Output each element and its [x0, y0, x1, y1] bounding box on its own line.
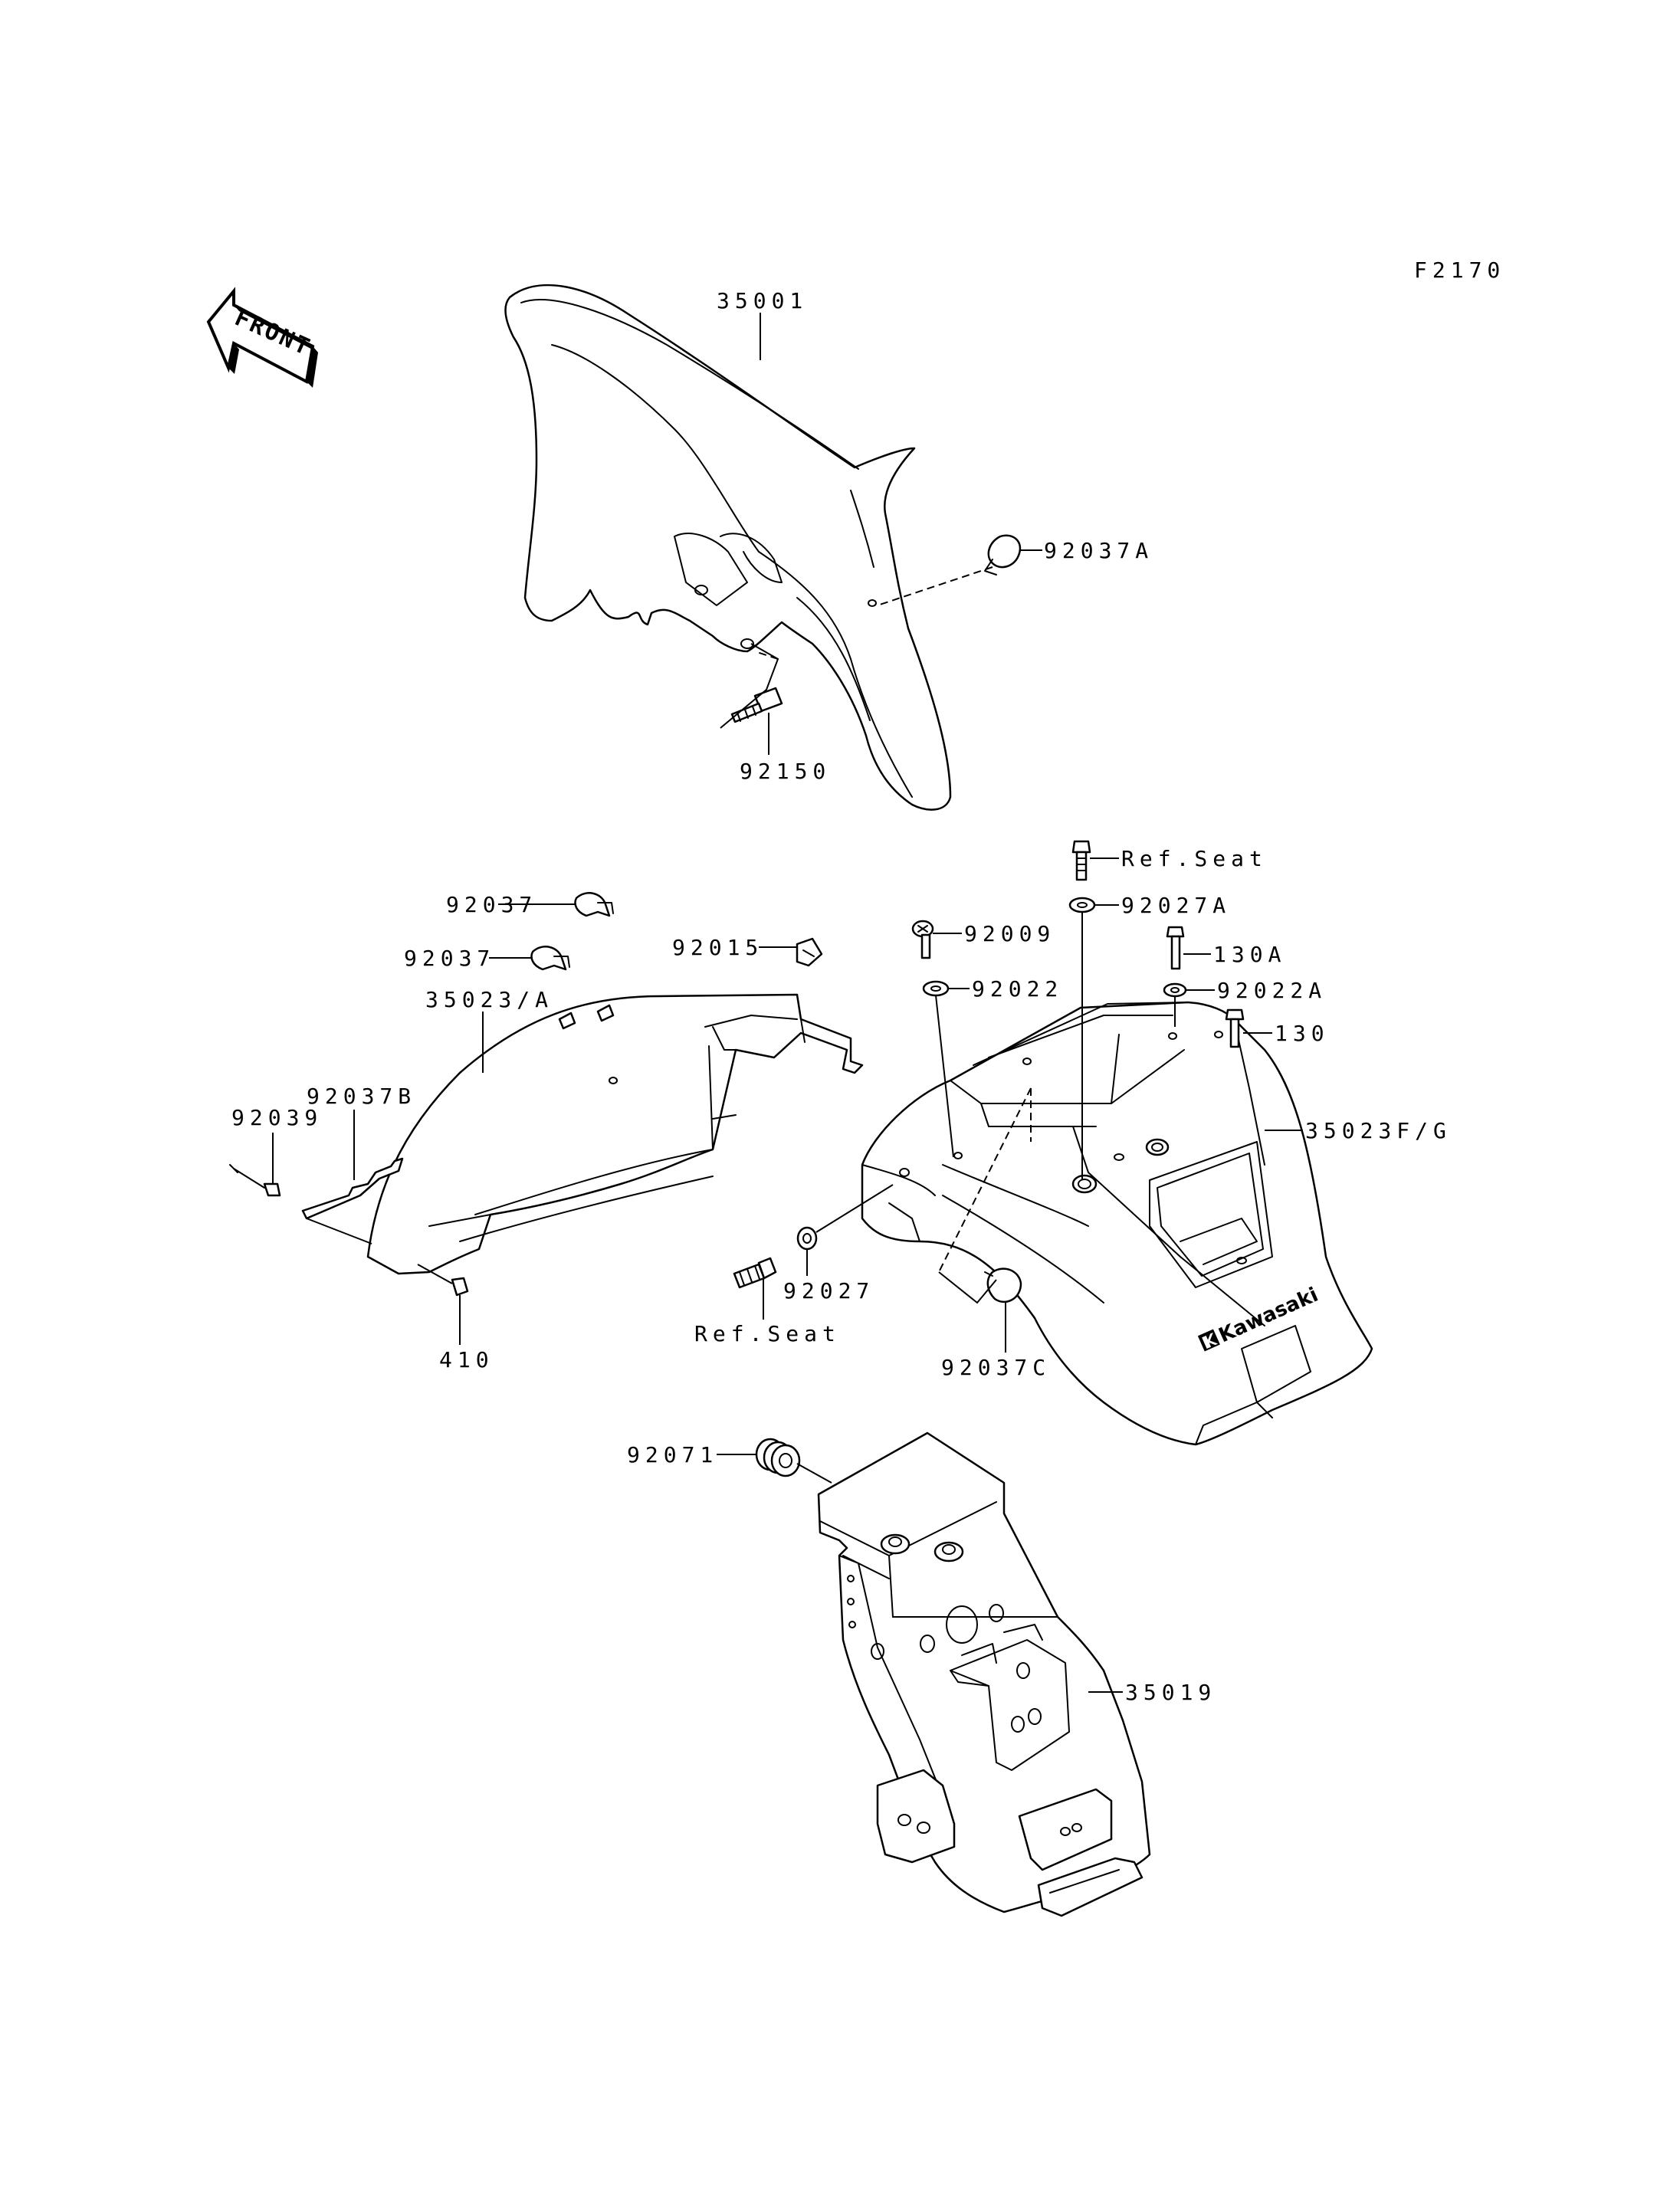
label-92037A: 92037A — [1044, 538, 1153, 563]
figure-code: F2170 — [1414, 257, 1505, 283]
label-92150: 92150 — [740, 759, 831, 784]
front-fender-part — [504, 284, 952, 811]
rivet-92039-part — [229, 1133, 281, 1197]
bolt-92150-part — [720, 643, 783, 755]
bolt-130-part — [1225, 1008, 1272, 1048]
label-35019: 35019 — [1125, 1680, 1216, 1705]
label-ref-seat-top: Ref.Seat — [1121, 846, 1268, 871]
label-92037C: 92037C — [941, 1355, 1051, 1380]
label-92022A: 92022A — [1217, 978, 1327, 1003]
label-ref-seat-bottom: Ref.Seat — [694, 1321, 841, 1346]
seat-bolt-top-part — [1071, 840, 1119, 881]
grommet-92027-part — [796, 1184, 894, 1276]
label-92037B: 92037B — [307, 1084, 416, 1109]
label-92071: 92071 — [627, 1442, 718, 1467]
inner-rear-fender-part — [366, 993, 864, 1275]
washer-92027A-part — [1068, 897, 1119, 1180]
clamp-92037C-part — [938, 1267, 1022, 1353]
label-410: 410 — [439, 1347, 494, 1372]
washer-92022A-part — [1163, 982, 1215, 1027]
clamp-92037A-part — [877, 534, 1042, 606]
label-35023A: 35023/A — [425, 987, 553, 1012]
label-92037-upper: 92037 — [446, 892, 537, 917]
label-130: 130 — [1275, 1021, 1330, 1046]
label-130A: 130A — [1213, 942, 1286, 967]
label-92027A: 92027A — [1121, 893, 1231, 918]
label-92022: 92022 — [972, 976, 1063, 1002]
label-92027: 92027 — [783, 1278, 874, 1303]
bracket-92037B-part — [301, 1110, 404, 1244]
label-92015: 92015 — [672, 935, 763, 960]
washer-92022-part — [922, 980, 970, 1158]
clip-92037-lower-part — [489, 946, 570, 971]
screw-92009-part — [911, 920, 962, 959]
label-35023FG: 35023F/G — [1305, 1118, 1452, 1143]
grommet-92071-part — [717, 1438, 832, 1484]
bolt-130A-part — [1166, 926, 1211, 970]
label-92039: 92039 — [231, 1105, 323, 1130]
washer-410-part — [417, 1264, 469, 1345]
front-arrow-icon: FRONT — [206, 287, 318, 388]
clip-92015-part — [759, 937, 823, 967]
label-92037-lower: 92037 — [404, 946, 495, 971]
seat-bolt-bottom-part — [733, 1257, 777, 1320]
rear-fender-bracket-part — [817, 1431, 1151, 1917]
rear-fender-part: Kawasaki — [861, 1001, 1373, 1446]
label-35001: 35001 — [717, 288, 808, 313]
label-92009: 92009 — [964, 921, 1055, 946]
clip-92037-upper-part — [498, 892, 614, 917]
